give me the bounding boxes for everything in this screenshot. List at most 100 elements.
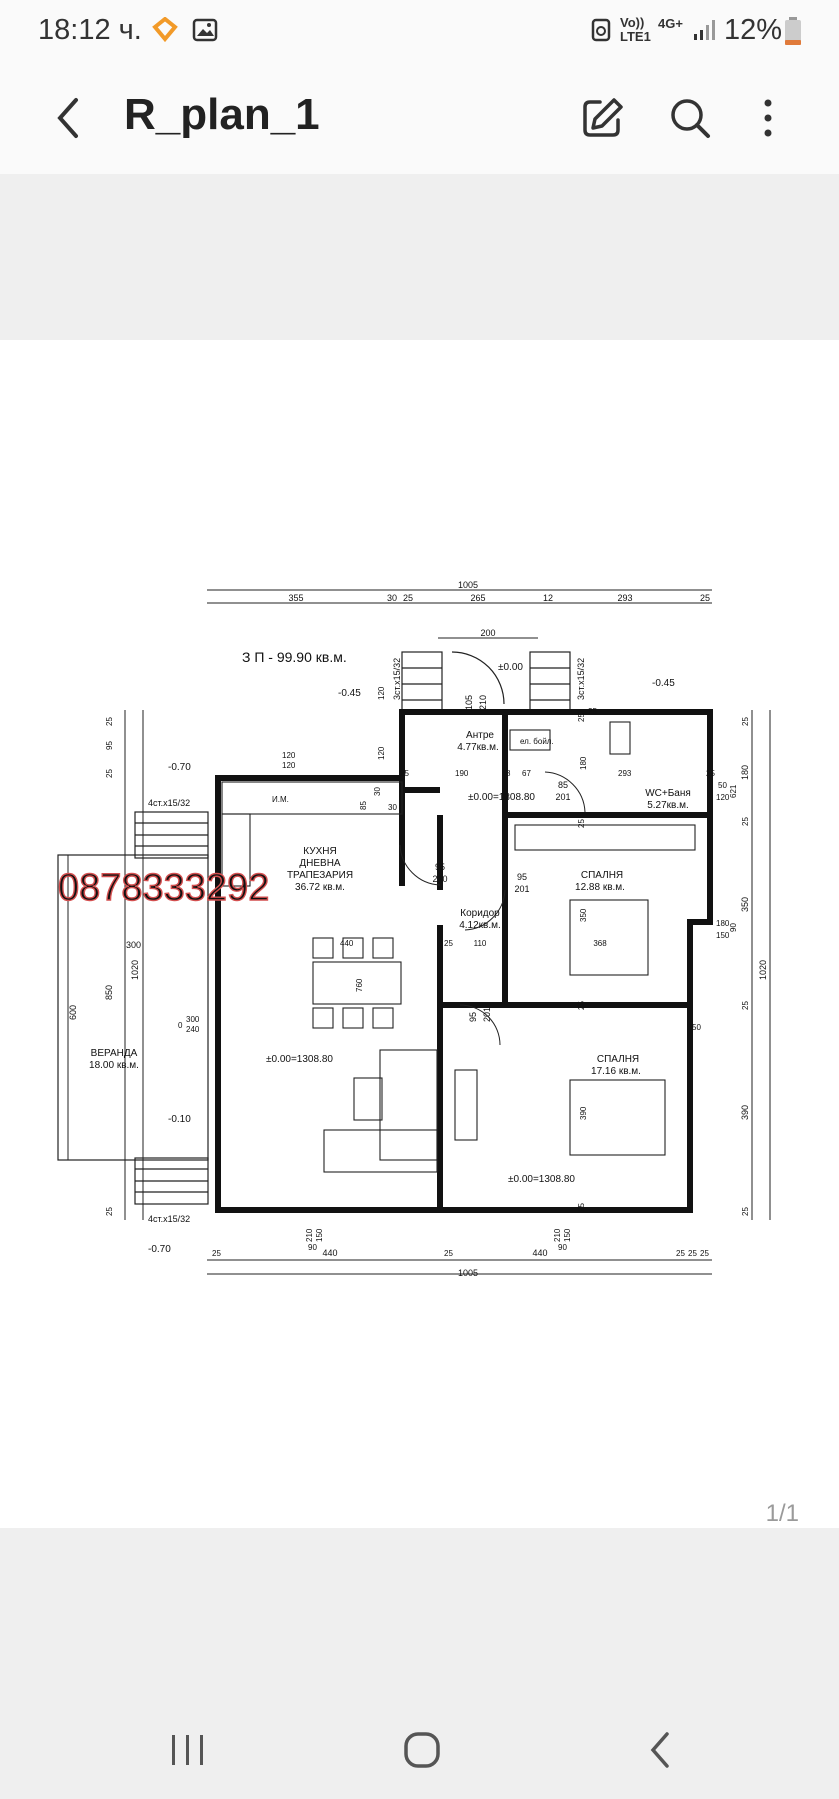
status-bar: 18:12 ч. Vo)) LTE1 4G+ 12% — [0, 0, 839, 62]
dim-door-95c: 95 — [468, 1012, 478, 1022]
search-icon — [671, 99, 710, 138]
dim-corr-8: 8 — [506, 769, 511, 778]
dim-left-240: 240 — [186, 1025, 200, 1034]
level-outside-right: -0.45 — [652, 678, 675, 689]
dim-bd1-25: 25 — [577, 1001, 586, 1010]
dim-bottom-440a: 440 — [322, 1248, 337, 1258]
entry-stairs — [401, 651, 571, 713]
dim-door-201b: 201 — [514, 884, 529, 894]
room-bedroom2-area: 17.16 кв.м. — [591, 1066, 641, 1077]
edit-button[interactable] — [574, 90, 630, 146]
dim-kitchen-85: 85 — [359, 801, 368, 810]
dim-bottom-210b: 210 — [553, 1228, 562, 1242]
dim-top-265: 265 — [470, 593, 485, 603]
dim-corr-293: 293 — [618, 769, 632, 778]
dim-right-180b: 180 — [716, 919, 730, 928]
dim-kitchen-30a: 30 — [373, 787, 382, 796]
room-corridor-area: 4.12кв.м. — [459, 920, 501, 931]
dim-kitchen-25: 25 — [400, 769, 409, 778]
recents-button[interactable] — [158, 1720, 218, 1780]
back-button[interactable] — [40, 90, 96, 146]
stairs-front-left: 3ст.x15/32 — [392, 658, 402, 700]
recycle-icon — [591, 18, 611, 42]
dim-top-293: 293 — [617, 593, 632, 603]
dim-kitchen-120d: 120 — [377, 746, 386, 760]
room-living-line1: КУХНЯ — [303, 846, 336, 857]
dim-bottom-25d: 25 — [688, 1249, 697, 1258]
walls — [215, 709, 713, 1213]
document-title: R_plan_1 — [124, 90, 320, 139]
room-living-line2: ДНЕВНА — [299, 858, 341, 869]
viewer-background-top — [0, 174, 839, 340]
network-secondary: 4G+ — [658, 16, 683, 31]
dim-corr-67: 67 — [522, 769, 531, 778]
fixture-meter: И.М. — [272, 795, 289, 804]
home-button[interactable] — [392, 1720, 452, 1780]
document-page[interactable] — [0, 340, 839, 1528]
dim-door-210a: 210 — [432, 874, 447, 884]
dim-bottom-90b: 90 — [558, 1243, 567, 1252]
more-options-button[interactable] — [740, 90, 796, 146]
chevron-left-icon — [57, 98, 78, 138]
dim-bed-390: 390 — [579, 1106, 588, 1120]
watermark-phone: 0878333292 — [58, 867, 269, 909]
stairs-veranda-bottom: 4ст.x15/32 — [148, 1214, 190, 1224]
dim-corr-25a: 25 — [577, 713, 586, 722]
app-bar: R_plan_1 — [0, 62, 839, 174]
dim-left-1020: 1020 — [130, 960, 140, 980]
area-title: З П - 99.90 кв.м. — [242, 649, 347, 665]
dim-right-621: 621 — [729, 784, 738, 798]
dim-wc-25: 25 — [706, 769, 715, 778]
recents-icon — [172, 1735, 203, 1765]
dim-right-50a: 50 — [718, 781, 727, 790]
dim-right-50b: 50 — [692, 1023, 701, 1032]
battery-percent: 12% — [724, 14, 783, 46]
dim-top-355: 355 — [288, 593, 303, 603]
dim-top-30: 30 — [387, 593, 397, 603]
level-outside-left: -0.45 — [338, 688, 361, 699]
dim-bottom-25a: 25 — [212, 1249, 221, 1258]
dim-left-300: 300 — [126, 940, 141, 950]
dim-bottom-25c: 25 — [676, 1249, 685, 1258]
dim-left-300b: 300 — [186, 1015, 200, 1024]
floor-plan-drawing[interactable]: 1005 355 30 25 265 12 293 25 200 З П - 9… — [0, 560, 839, 1290]
more-vertical-icon — [764, 99, 772, 137]
room-bedroom2-name: СПАЛНЯ — [597, 1054, 639, 1065]
home-icon — [404, 1732, 440, 1768]
dimension-lines — [67, 589, 771, 1275]
room-corridor-name: Коридор — [460, 908, 500, 919]
dim-bottom-210a: 210 — [305, 1228, 314, 1242]
dim-left-850: 850 — [104, 985, 114, 1000]
edit-icon — [583, 98, 623, 137]
dim-bottom-90a: 90 — [308, 1243, 317, 1252]
dim-kitchen-120c: 120 — [377, 686, 386, 700]
dim-bottom-440b: 440 — [532, 1248, 547, 1258]
room-veranda-area: 18.00 кв.м. — [89, 1060, 139, 1071]
nav-back-button[interactable] — [630, 1720, 690, 1780]
dim-wc-25b: 25 — [588, 707, 597, 716]
dim-bottom-25b: 25 — [444, 1249, 453, 1258]
furniture — [221, 721, 696, 1173]
door-swings — [399, 771, 586, 1046]
dim-kitchen-120b: 120 — [282, 761, 296, 770]
dim-left-0: 0 — [178, 1021, 183, 1030]
level-living: ±0.00=1308.80 — [266, 1054, 333, 1065]
back-arrow-icon — [650, 1732, 669, 1768]
dim-left-25c: 25 — [105, 1207, 114, 1216]
room-living-line3: ТРАПЕЗАРИЯ — [287, 870, 353, 881]
dim-corr-190: 190 — [455, 769, 469, 778]
dim-right-1020: 1020 — [758, 960, 768, 980]
level-veranda-mid: -0.10 — [168, 1114, 191, 1125]
dim-door-85: 85 — [558, 780, 568, 790]
veranda — [57, 811, 209, 1205]
dim-left-600: 600 — [68, 1005, 78, 1020]
search-button[interactable] — [662, 90, 718, 146]
dim-table-760: 760 — [355, 978, 364, 992]
level-entry: ±0.00 — [498, 662, 523, 673]
dim-bottom-25e: 25 — [700, 1249, 709, 1258]
dim-corr-368: 368 — [593, 939, 607, 948]
dim-right-25b: 25 — [741, 817, 750, 826]
dim-right-120: 120 — [716, 793, 730, 802]
stairs-veranda-top: 4ст.x15/32 — [148, 798, 190, 808]
dim-door-105: 105 — [464, 695, 474, 710]
